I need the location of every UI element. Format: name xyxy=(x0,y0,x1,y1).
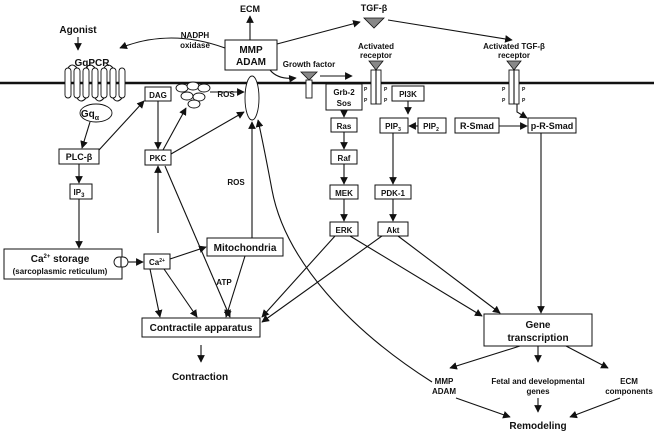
gqpcr-label: GqPCR xyxy=(75,58,111,69)
ip3-label: IP xyxy=(74,188,82,197)
activated-receptor-ligand-icon xyxy=(368,60,384,71)
ecm-components-label-1: ECM xyxy=(620,377,638,386)
grb2-sos-box xyxy=(325,83,363,111)
remodeling-label: Remodeling xyxy=(509,421,566,432)
ros-mid-label: ROS xyxy=(227,178,245,187)
receptor-label: receptor xyxy=(360,51,392,60)
agonist-label: Agonist xyxy=(59,25,97,36)
pkc-box xyxy=(144,149,172,166)
pi3k-label: PI3K xyxy=(399,90,417,99)
gq-label: Gq xyxy=(81,109,95,120)
ecm-top-label: ECM xyxy=(240,4,260,14)
membrane-pore-icon xyxy=(244,75,260,121)
pip3-label: PIP xyxy=(385,122,399,131)
erk-label: ERK xyxy=(336,226,353,235)
ca-storage-sup: 2+ xyxy=(44,254,51,260)
gq-alpha-sub: α xyxy=(95,115,100,122)
prsmad-label: p-R-Smad xyxy=(531,121,574,131)
p-mark: P xyxy=(522,87,526,93)
transcription-label: transcription xyxy=(507,333,568,344)
contractile-box xyxy=(141,317,261,338)
rsmad-label: R-Smad xyxy=(460,121,494,131)
tgfb-ligand-icon xyxy=(363,17,385,29)
gene-label: Gene xyxy=(525,320,550,331)
atp-label: ATP xyxy=(216,278,232,287)
nadph-oxidase-icon xyxy=(175,81,211,109)
pip2-sub: 2 xyxy=(436,127,439,133)
contraction-label: Contraction xyxy=(172,372,228,383)
pip2-label: PIP xyxy=(423,122,437,131)
svg-text:PIP3: PIP3 xyxy=(385,122,401,133)
p-mark: P xyxy=(364,87,368,93)
mmp-adam-box xyxy=(224,39,278,71)
tgfb-label: TGF-β xyxy=(361,3,388,13)
adam-bottom-label: ADAM xyxy=(432,387,456,396)
p-mark: P xyxy=(522,98,526,104)
growth-factor-icon xyxy=(300,71,318,81)
gqpcr-receptor-icon xyxy=(64,64,126,102)
sos-label: Sos xyxy=(337,99,352,108)
ras-label: Ras xyxy=(337,122,352,131)
adam-label: ADAM xyxy=(236,57,266,68)
activated-label: Activated xyxy=(358,42,394,51)
ca-storage-label: Ca xyxy=(31,254,44,265)
p-mark: P xyxy=(364,98,368,104)
raf-label: Raf xyxy=(338,154,351,163)
ca-ion-box xyxy=(143,253,171,270)
mitochondria-box xyxy=(206,237,284,257)
gene-transcription-box xyxy=(483,313,593,347)
mmp-bottom-label: MMP xyxy=(435,377,454,386)
ca-ion-label: Ca xyxy=(149,258,160,267)
tgfb-receptor-ligand-icon xyxy=(506,60,522,71)
akt-label: Akt xyxy=(387,226,400,235)
svg-text:Ca2+: Ca2+ xyxy=(149,258,165,267)
ca-storage-tail: storage xyxy=(50,254,89,265)
fetal-label-1: Fetal and developmental xyxy=(491,377,584,386)
pdk1-label: PDK-1 xyxy=(381,189,406,198)
grb2-label: Grb-2 xyxy=(333,88,355,97)
svg-text:Ca2+ storage: Ca2+ storage xyxy=(31,254,90,265)
mek-label: MEK xyxy=(335,189,353,198)
mitochondria-label: Mitochondria xyxy=(214,243,277,254)
svg-text:Gqα: Gqα xyxy=(81,109,100,122)
p-mark: P xyxy=(502,87,506,93)
p-mark: P xyxy=(384,98,388,104)
ca-channel-icon xyxy=(113,256,129,268)
gq-alpha-protein xyxy=(79,103,113,123)
p-mark: P xyxy=(502,98,506,104)
pip3-box xyxy=(379,117,409,134)
fetal-label-2: genes xyxy=(526,387,550,396)
activated-tgfb-label: Activated TGF-β xyxy=(483,42,545,51)
dag-label: DAG xyxy=(149,91,167,100)
receptor-tgfb-label: receptor xyxy=(498,51,530,60)
ip3-box xyxy=(69,183,93,200)
nadph-label: NADPH xyxy=(181,31,210,40)
pkc-label: PKC xyxy=(150,154,167,163)
mmp-label: MMP xyxy=(239,45,263,56)
pip3-sub: 3 xyxy=(398,127,401,133)
p-mark: P xyxy=(384,87,388,93)
contractile-label: Contractile apparatus xyxy=(150,323,253,334)
svg-text:PIP2: PIP2 xyxy=(423,122,439,133)
sarcoplasmic-label: (sarcoplasmic reticulum) xyxy=(13,267,108,276)
akt-box xyxy=(377,221,409,237)
plcb-label: PLC-β xyxy=(66,152,93,162)
ecm-components-label-2: components xyxy=(605,387,653,396)
ros-top-label: ROS xyxy=(217,90,235,99)
ca-ion-sup: 2+ xyxy=(159,258,165,264)
ca-storage-box xyxy=(3,248,123,280)
growth-factor-label: Growth factor xyxy=(283,60,335,69)
prsmad-box xyxy=(527,117,577,134)
ip3-sub: 3 xyxy=(81,193,85,199)
svg-text:IP3: IP3 xyxy=(74,188,86,199)
erk-box xyxy=(329,221,359,237)
oxidase-label: oxidase xyxy=(180,41,210,50)
